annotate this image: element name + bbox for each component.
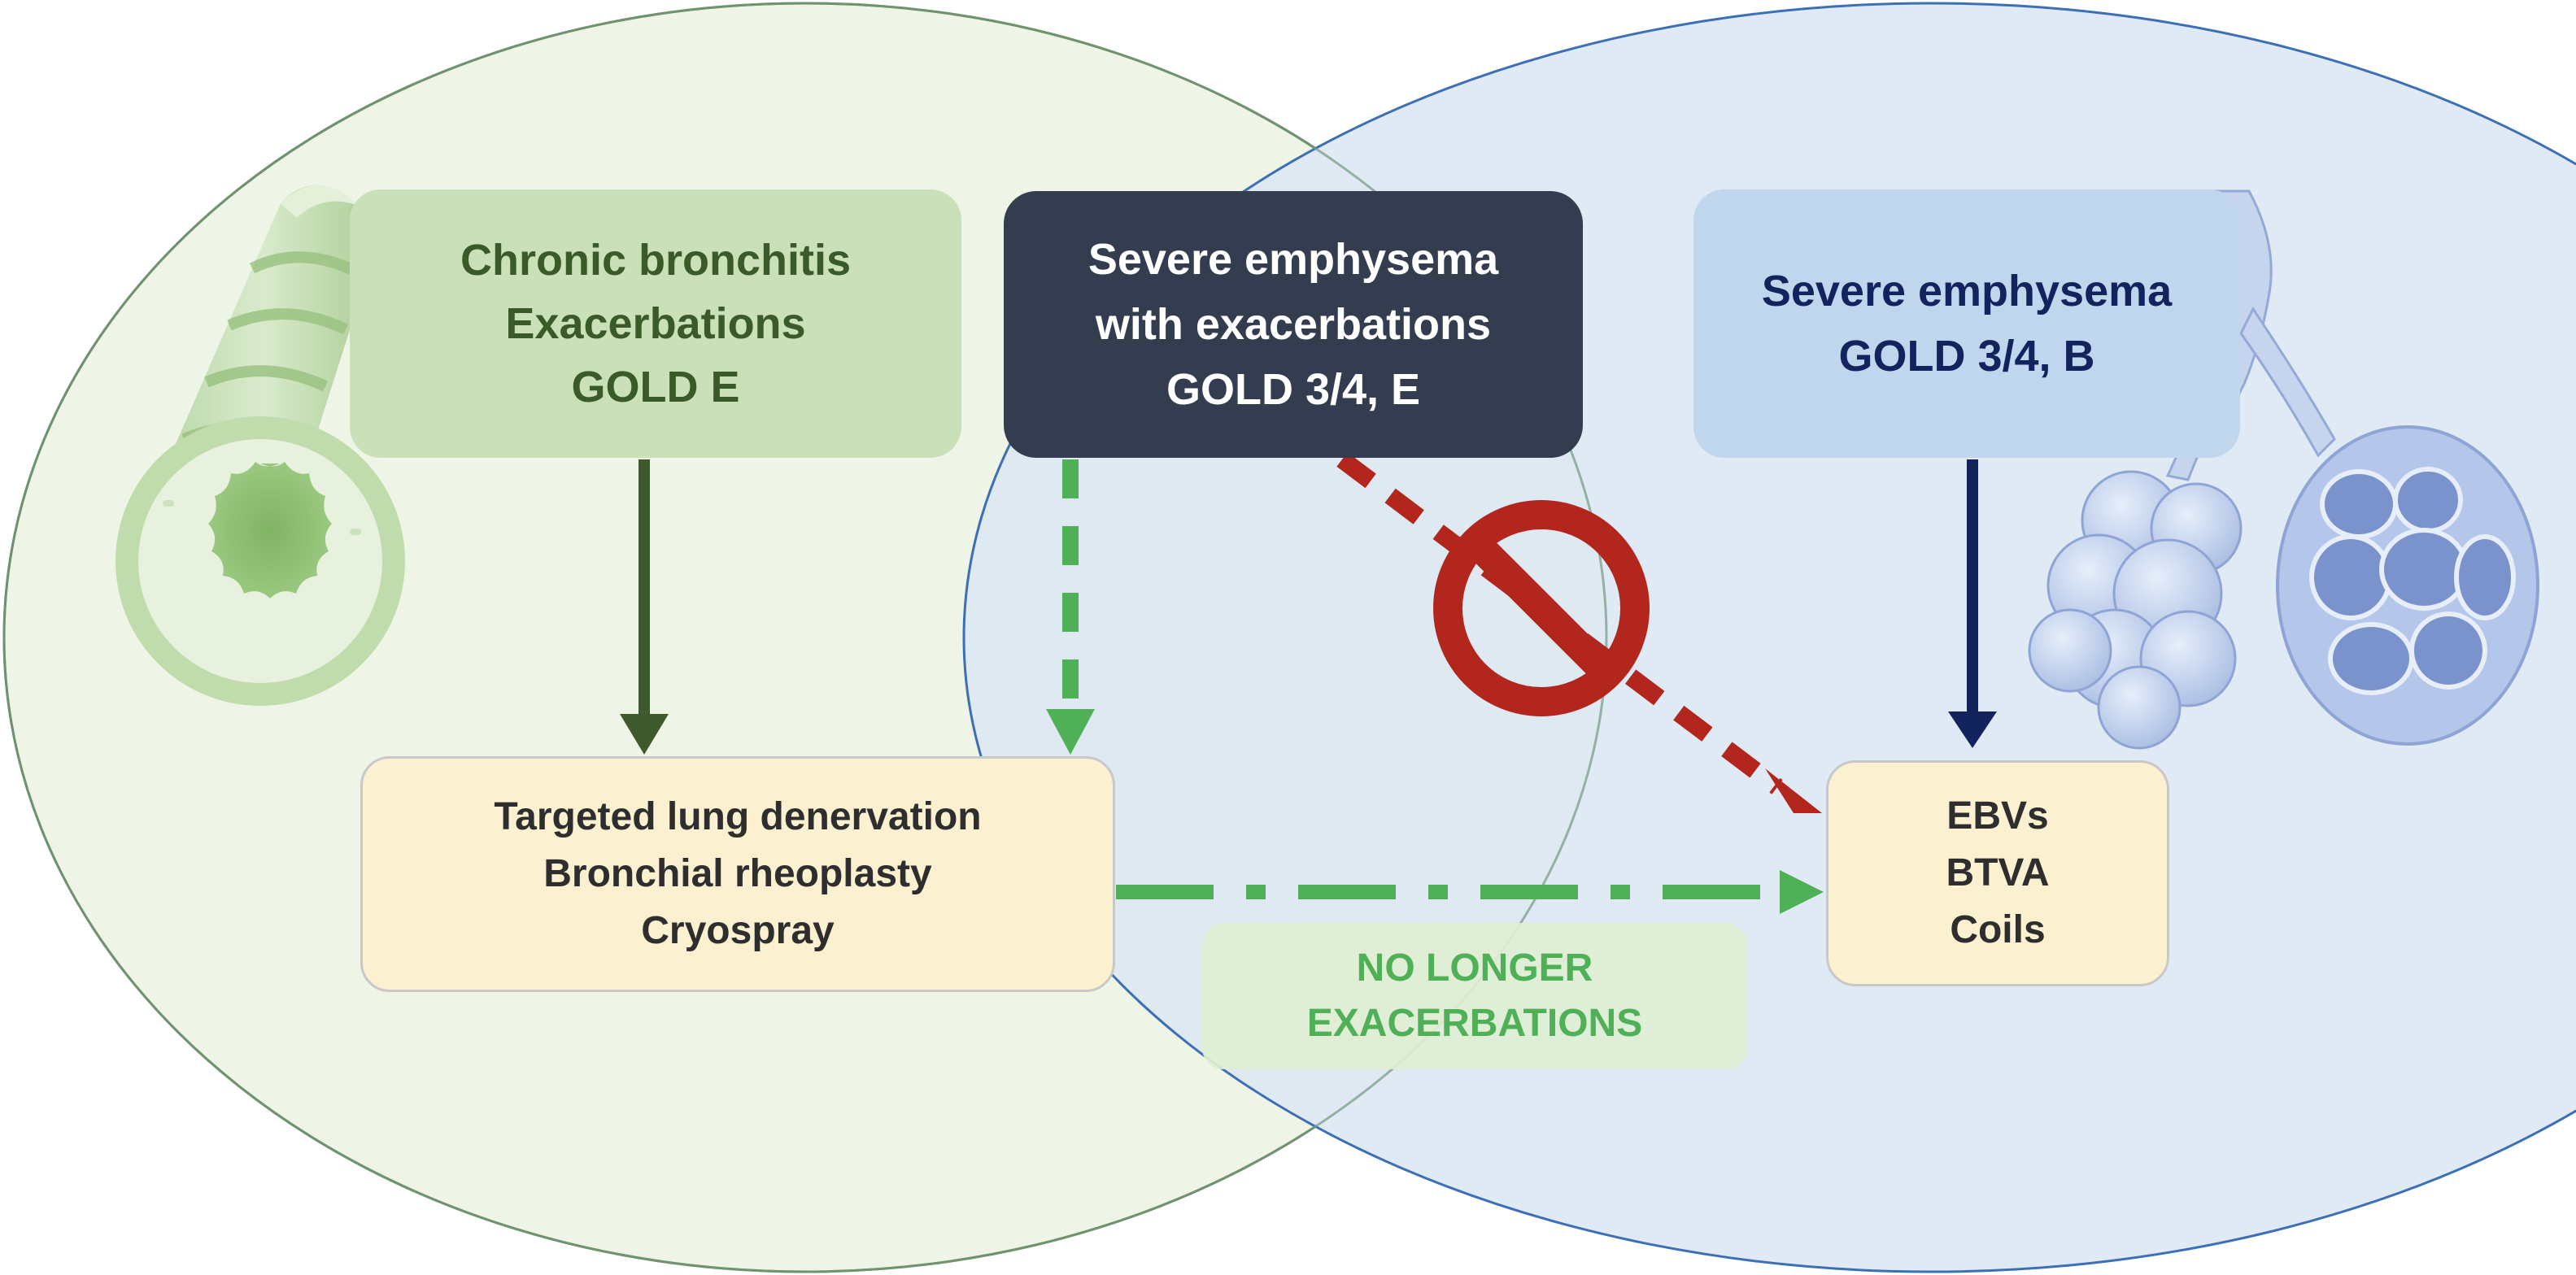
no-longer-line-1: NO LONGER bbox=[1356, 946, 1593, 990]
chronic-bronchitis-line-1: Chronic bronchitis bbox=[460, 236, 851, 285]
no-longer-exacerbations-label: NO LONGER EXACERBATIONS bbox=[1202, 923, 1747, 1069]
arrowhead-emphysema-b bbox=[1948, 711, 1997, 748]
volume-reduction-line-1: EBVs bbox=[1946, 794, 2049, 838]
arrowhead-treatments bbox=[1780, 870, 1824, 914]
bronchus-tube-icon bbox=[116, 185, 405, 706]
arrowhead-bronchitis bbox=[620, 714, 669, 755]
severe-emphysema-e-line-1: Severe emphysema bbox=[1087, 235, 1499, 284]
volume-reduction-box: EBVs BTVA Coils bbox=[1826, 760, 2169, 986]
chronic-bronchitis-line-3: GOLD E bbox=[571, 363, 740, 411]
arrowhead-blocked bbox=[1765, 768, 1822, 813]
airway-treatment-line-1: Targeted lung denervation bbox=[494, 795, 982, 838]
severe-emphysema-exacerbations-box: Severe emphysema with exacerbations GOLD… bbox=[1004, 191, 1583, 458]
severe-emphysema-e-line-3: GOLD 3/4, E bbox=[1166, 365, 1421, 414]
airway-treatments-box: Targeted lung denervation Bronchial rheo… bbox=[360, 756, 1115, 992]
airway-treatment-line-3: Cryospray bbox=[641, 909, 835, 952]
no-longer-line-2: EXACERBATIONS bbox=[1306, 1002, 1643, 1045]
severe-emphysema-e-line-2: with exacerbations bbox=[1095, 300, 1492, 349]
chronic-bronchitis-box: Chronic bronchitis Exacerbations GOLD E bbox=[350, 189, 961, 458]
arrowhead-emphysema-e bbox=[1046, 709, 1095, 755]
severe-emphysema-b-line-1: Severe emphysema bbox=[1761, 267, 2173, 315]
prohibition-sign-icon bbox=[1433, 500, 1650, 716]
volume-reduction-line-3: Coils bbox=[1950, 908, 2046, 951]
severe-emphysema-b-line-2: GOLD 3/4, B bbox=[1838, 332, 2095, 381]
volume-reduction-line-2: BTVA bbox=[1946, 851, 2050, 894]
left-circle-outline bbox=[2, 2, 1608, 1273]
severe-emphysema-b-box: Severe emphysema GOLD 3/4, B bbox=[1693, 189, 2240, 458]
airway-treatment-line-2: Bronchial rheoplasty bbox=[543, 852, 932, 895]
chronic-bronchitis-line-2: Exacerbations bbox=[505, 299, 806, 348]
